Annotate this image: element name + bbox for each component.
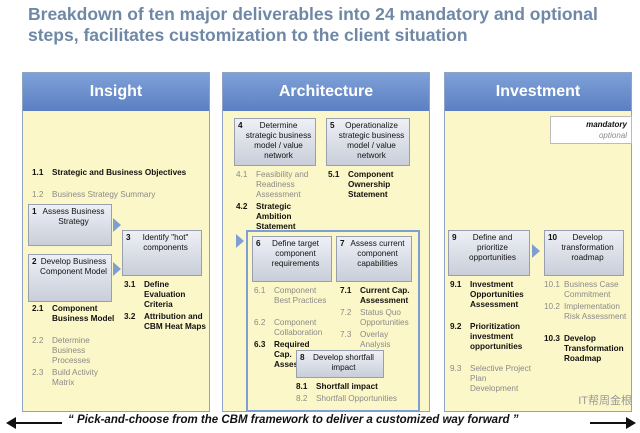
watermark: IT帮周金根 [578, 395, 632, 407]
subprocess-frame [246, 230, 420, 412]
investment-header: Investment [445, 73, 631, 111]
arrow-right-icon [113, 218, 121, 232]
footer-line-left [14, 422, 62, 424]
footer-line-right [590, 422, 630, 424]
arrow-right-icon [626, 417, 636, 429]
legend-mandatory: mandatory [586, 120, 627, 129]
insight-header: Insight [23, 73, 209, 111]
arrow-left-icon [6, 417, 16, 429]
arrow-right-icon [236, 234, 244, 248]
legend-optional: optional [598, 131, 627, 140]
headline: Breakdown of ten major deliverables into… [28, 4, 598, 45]
architecture-header: Architecture [223, 73, 429, 111]
footer-caption: “ Pick-and-choose from the CBM framework… [68, 414, 519, 426]
arrow-right-icon [113, 262, 121, 276]
arrow-right-icon [532, 244, 540, 258]
legend: mandatory optional [550, 116, 632, 144]
